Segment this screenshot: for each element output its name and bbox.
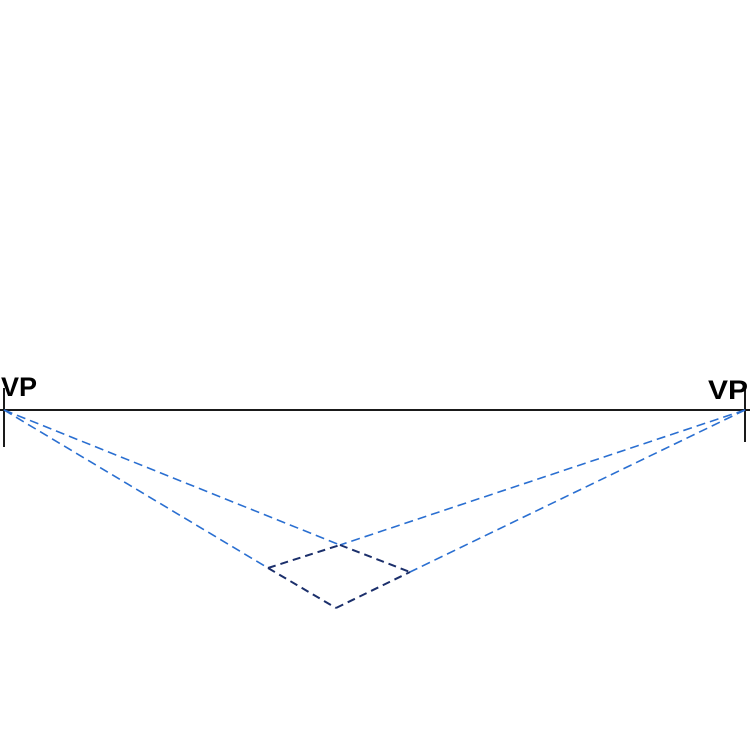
square-edge-back-left [267,544,341,569]
left-vp-line-lower [3,409,269,569]
left-vanishing-point-label: VP [1,372,37,402]
right-vanishing-point-label: VP [708,375,748,405]
square-edge-back-right [339,544,411,573]
perspective-square [267,544,411,609]
right-vp-line-upper [339,409,746,546]
right-vp-line-lower [409,409,746,573]
left-vp-line-upper [3,409,341,546]
square-edge-front-left [267,567,337,609]
left-vp-construction-lines [3,409,341,569]
square-edge-front-right [335,571,411,609]
right-vp-construction-lines [339,409,746,573]
